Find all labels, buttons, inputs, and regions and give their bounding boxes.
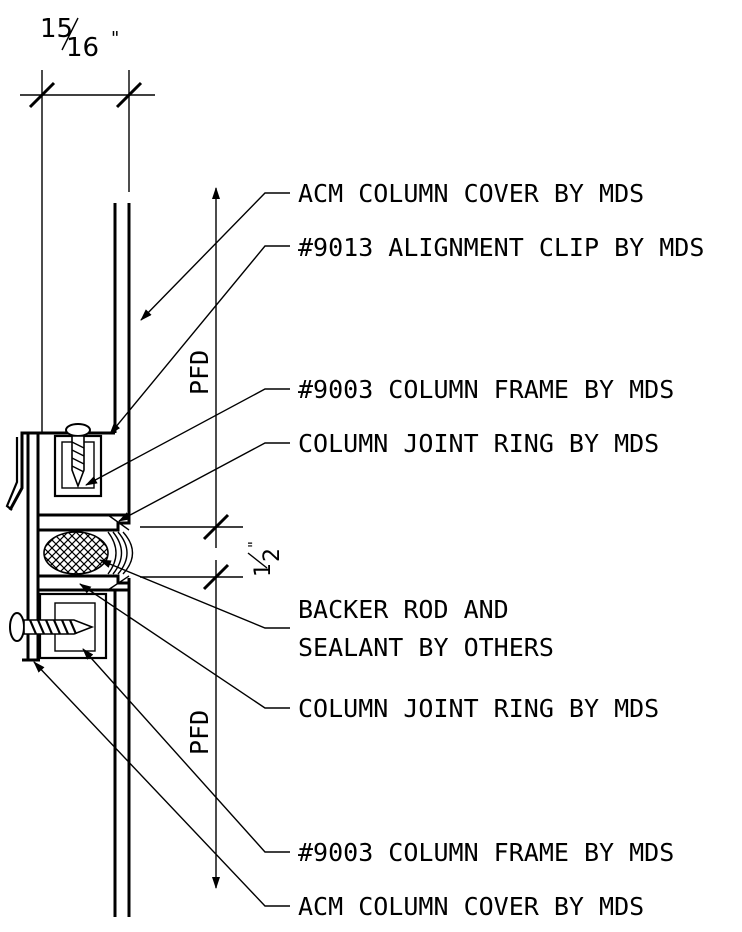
- leader-backer-rod: [99, 559, 290, 629]
- backer-rod: [43, 531, 109, 575]
- joint-gap-dimension: 1 2 ": [140, 513, 285, 591]
- callout-backer-rod-line1: BACKER ROD AND: [298, 595, 509, 624]
- acm-panel-lower: [113, 578, 131, 917]
- leader-lines: [33, 192, 290, 907]
- callout-acm-column-cover-upper: ACM COLUMN COVER BY MDS: [298, 179, 644, 208]
- leader-column-frame-lower: [82, 648, 290, 853]
- top-width-unit: ": [111, 28, 119, 49]
- callout-column-frame-lower: #9003 COLUMN FRAME BY MDS: [298, 838, 674, 867]
- joint-gap-tick-bottom: [202, 563, 230, 591]
- joint-gap-unit: ": [245, 541, 263, 548]
- callout-column-joint-ring-upper: COLUMN JOINT RING BY MDS: [298, 429, 659, 458]
- lower-screw-threads: [28, 619, 78, 635]
- upper-screw-threads: [71, 441, 85, 473]
- callout-column-frame-upper: #9003 COLUMN FRAME BY MDS: [298, 375, 674, 404]
- top-width-dimension: 15 16 ": [20, 14, 155, 432]
- callout-backer-rod-line2: SEALANT BY OTHERS: [298, 633, 554, 662]
- upper-joint-ring-bevel: [107, 514, 130, 531]
- lower-joint-ring: [38, 574, 131, 592]
- top-width-tick-left: [28, 81, 56, 109]
- column-frame-assembly: [5, 423, 134, 662]
- joint-gap-fraction-slash: [247, 552, 268, 569]
- top-width-fraction-slash: [61, 17, 79, 51]
- alignment-clip-return: [5, 437, 19, 511]
- leader-alignment-clip: [109, 245, 290, 435]
- sealant-bead: [107, 531, 134, 575]
- callout-acm-column-cover-lower: ACM COLUMN COVER BY MDS: [298, 892, 644, 921]
- joint-gap-tick-top: [202, 513, 230, 541]
- callout-column-joint-ring-lower: COLUMN JOINT RING BY MDS: [298, 694, 659, 723]
- leader-acm-cover-upper: [140, 192, 290, 321]
- leader-column-frame-upper: [85, 388, 290, 486]
- lower-joint-ring-bevel: [107, 575, 130, 591]
- upper-joint-ring: [38, 513, 131, 532]
- joint-gap-denominator: 2: [260, 548, 285, 562]
- top-width-denominator: 16: [66, 33, 99, 63]
- pfd-upper-label: PFD: [185, 350, 214, 395]
- callout-labels: ACM COLUMN COVER BY MDS #9013 ALIGNMENT …: [298, 179, 704, 921]
- leader-joint-ring-upper: [118, 442, 290, 522]
- joint-gap-numerator: 1: [251, 563, 276, 577]
- pfd-lower-label: PFD: [185, 710, 214, 755]
- pfd-dimension: PFD PFD: [185, 187, 220, 889]
- lower-screw-head: [9, 612, 25, 642]
- leader-joint-ring-lower: [79, 583, 290, 709]
- callout-alignment-clip: #9013 ALIGNMENT CLIP BY MDS: [298, 233, 704, 262]
- acm-panel-upper: [113, 203, 131, 518]
- leader-acm-cover-lower: [33, 661, 290, 907]
- upper-screw-head: [65, 423, 91, 437]
- top-width-tick-right: [115, 81, 143, 109]
